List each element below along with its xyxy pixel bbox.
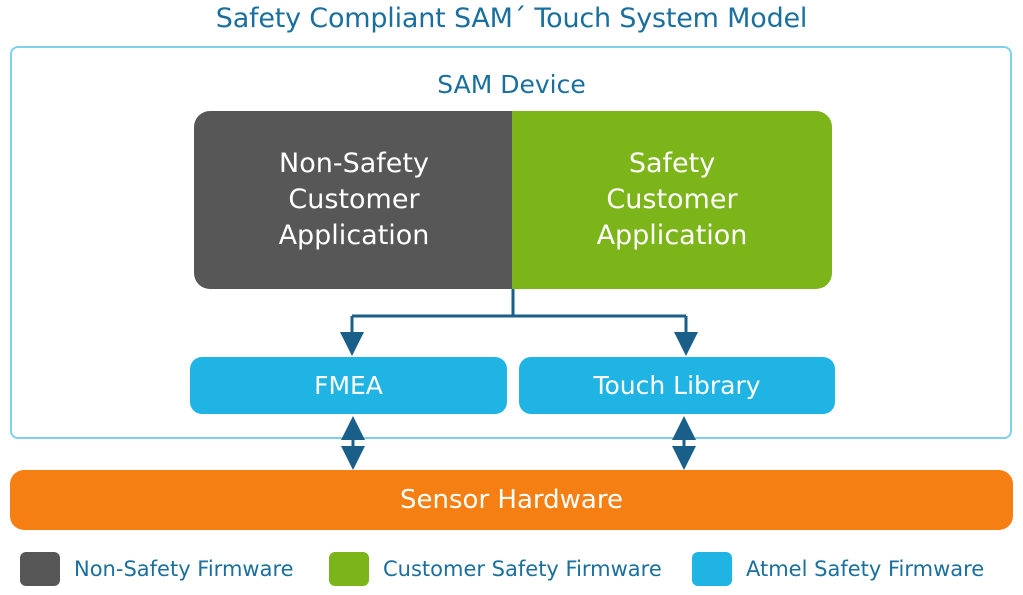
legend-label-customer-safety: Customer Safety Firmware: [383, 557, 662, 581]
safety-customer-application-block: Safety Customer Application: [512, 111, 832, 289]
sam-device-label: SAM Device: [437, 70, 586, 99]
legend-label-atmel-safety: Atmel Safety Firmware: [746, 557, 985, 581]
legend-item-non-safety: Non-Safety Firmware: [20, 552, 294, 586]
legend-item-customer-safety: Customer Safety Firmware: [329, 552, 662, 586]
legend-swatch-customer-safety: [329, 552, 369, 586]
non-safety-customer-application-block: Non-Safety Customer Application: [194, 111, 514, 289]
sensor-hardware-block: Sensor Hardware: [10, 470, 1013, 530]
diagram-title: Safety Compliant SAM´ Touch System Model: [215, 3, 808, 34]
legend-label-non-safety: Non-Safety Firmware: [74, 557, 294, 581]
legend-item-atmel-safety: Atmel Safety Firmware: [692, 552, 984, 586]
legend-swatch-non-safety: [20, 552, 60, 586]
touch-library-block: Touch Library: [519, 357, 835, 414]
fmea-block: FMEA: [190, 357, 507, 414]
legend-swatch-atmel-safety: [692, 552, 732, 586]
